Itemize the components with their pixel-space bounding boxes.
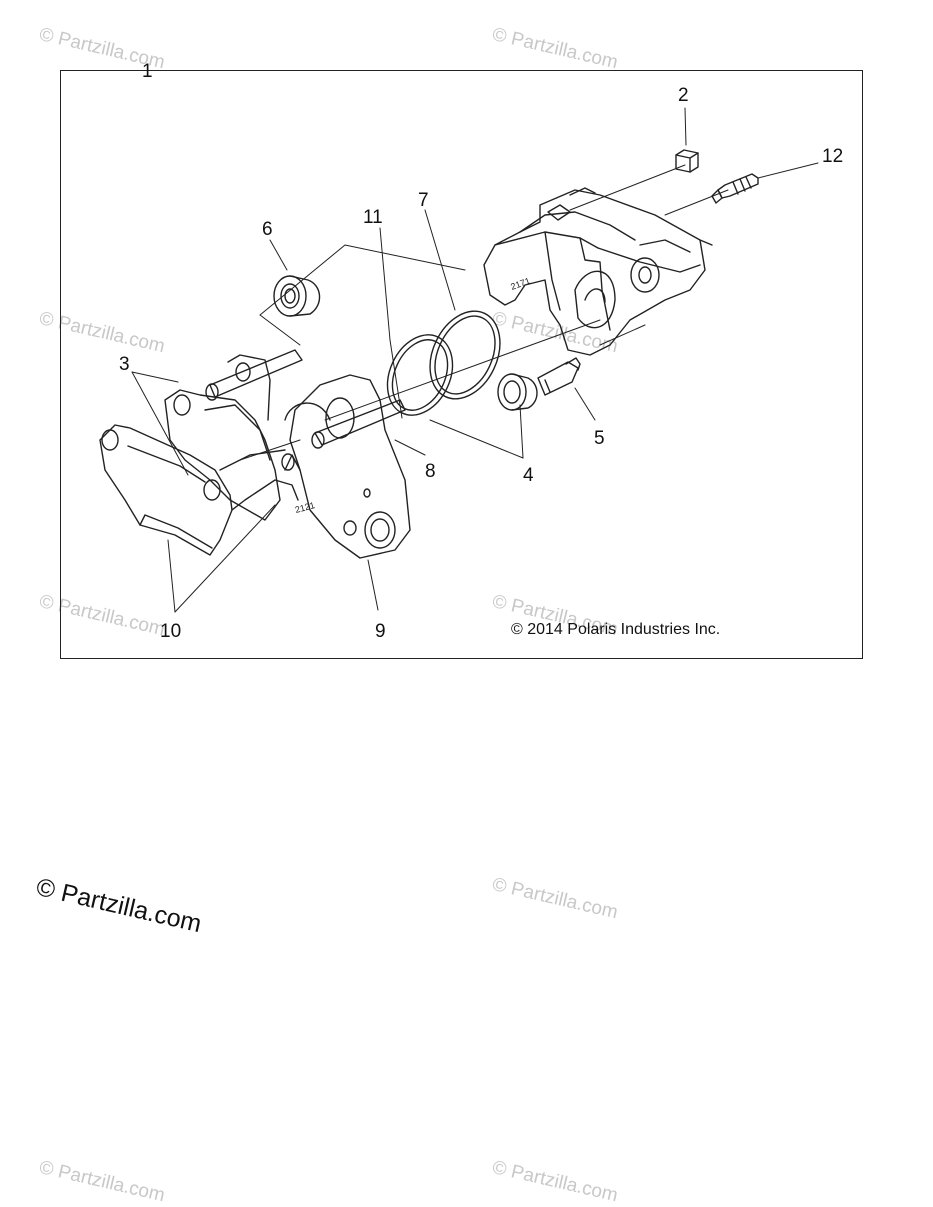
callout-6: 6	[262, 219, 273, 240]
callout-10: 10	[160, 621, 182, 642]
callout-5: 5	[594, 428, 605, 449]
part-8-pin	[311, 399, 406, 449]
part-12-bleeder-screw	[711, 173, 759, 204]
part-11-seal	[386, 334, 454, 416]
caliper-housing	[483, 187, 713, 356]
part-2-bleeder-cap	[675, 149, 699, 173]
part-5-guide-pin	[537, 357, 581, 396]
callout-9: 9	[375, 621, 386, 642]
callout-7: 7	[418, 190, 429, 211]
callout-3: 3	[119, 354, 130, 375]
leader-lines	[131, 107, 819, 613]
callout-4: 4	[523, 465, 534, 486]
caliper-part-stamp: 2171	[509, 276, 531, 292]
part-4-boot	[497, 373, 538, 411]
callout-12: 12	[822, 146, 844, 167]
copyright-notice: © 2014 Polaris Industries Inc.	[511, 621, 721, 638]
watermark-partzilla: © Partzilla.com	[490, 874, 620, 924]
diagram-frame	[60, 70, 863, 659]
watermark-partzilla-large: © Partzilla.com	[33, 873, 205, 939]
part-3-inner-pad	[164, 354, 301, 521]
brake-caliper-exploded-diagram: 2171 2121	[99, 107, 819, 613]
callout-8: 8	[425, 461, 436, 482]
part-6-boot	[273, 275, 321, 317]
part-pad-pin	[205, 349, 303, 401]
callout-2: 2	[678, 85, 689, 106]
callout-1: 1	[142, 61, 153, 82]
part-10-outer-pad	[99, 424, 299, 556]
callout-11: 11	[363, 207, 383, 228]
part-7-seal	[429, 310, 501, 400]
